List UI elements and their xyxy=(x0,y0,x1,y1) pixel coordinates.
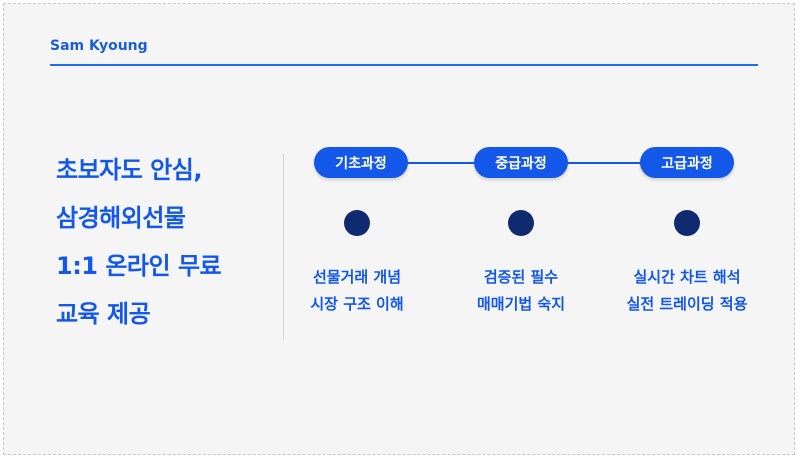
step-intermediate-desc-line-1: 검증된 필수 xyxy=(483,268,559,286)
step-basic-desc-line-1: 선물거래 개념 xyxy=(312,268,402,286)
step-basic-dot xyxy=(344,210,370,236)
headline-line-1: 초보자도 안심, xyxy=(56,156,202,184)
step-basic-badge: 기초과정 xyxy=(314,147,408,178)
step-advanced-desc-line-2: 실전 트레이딩 적용 xyxy=(626,295,748,313)
brand-name: Sam Kyoung xyxy=(50,38,148,54)
headline-line-2: 삼경해외선물 xyxy=(56,204,186,232)
step-intermediate-desc-line-2: 매매기법 숙지 xyxy=(476,295,566,313)
step-basic-description: 선물거래 개념 시장 구조 이해 xyxy=(267,264,447,318)
header-rule xyxy=(50,64,758,66)
headline-line-3: 1:1 온라인 무료 xyxy=(56,252,222,280)
step-advanced-desc-line-1: 실시간 차트 해석 xyxy=(633,268,741,286)
step-intermediate-description: 검증된 필수 매매기법 숙지 xyxy=(431,264,611,318)
step-advanced-dot xyxy=(674,210,700,236)
step-basic-desc-line-2: 시장 구조 이해 xyxy=(310,295,404,313)
headline-line-4: 교육 제공 xyxy=(56,300,151,328)
headline: 초보자도 안심, 삼경해외선물 1:1 온라인 무료 교육 제공 xyxy=(56,146,276,338)
vertical-divider xyxy=(283,154,284,340)
step-intermediate-dot xyxy=(508,210,534,236)
step-advanced-description: 실시간 차트 해석 실전 트레이딩 적용 xyxy=(597,264,777,318)
slide-frame: Sam Kyoung 초보자도 안심, 삼경해외선물 1:1 온라인 무료 교육… xyxy=(3,3,795,455)
step-intermediate-badge: 중급과정 xyxy=(474,147,568,178)
step-advanced-badge: 고급과정 xyxy=(640,147,734,178)
